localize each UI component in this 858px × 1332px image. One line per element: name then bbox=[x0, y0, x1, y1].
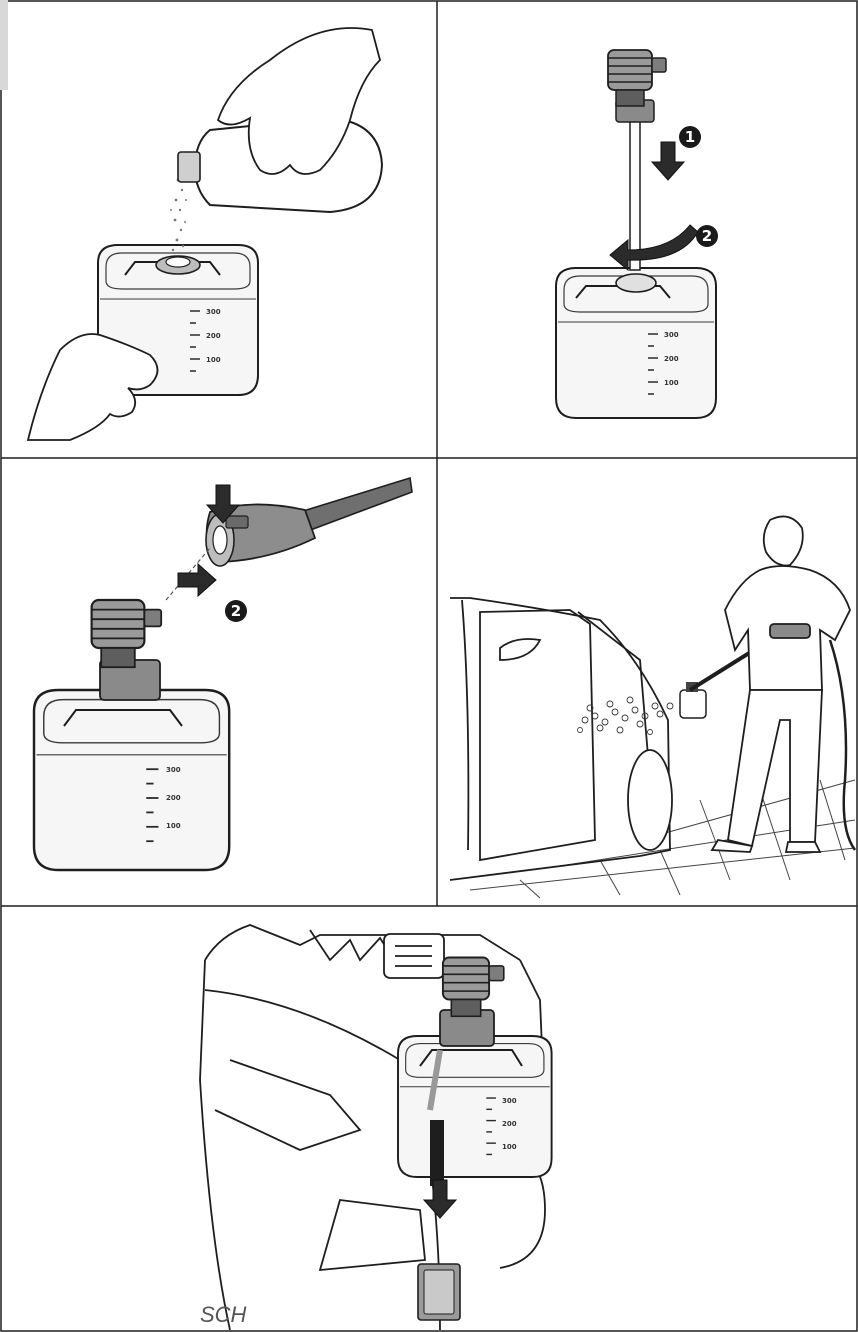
tank-cap-open bbox=[616, 274, 656, 292]
person-washing-car-icon bbox=[712, 516, 850, 852]
direction-arrow-icon bbox=[178, 564, 216, 596]
car-icon bbox=[450, 598, 672, 880]
hand-icon bbox=[28, 334, 158, 440]
svg-text:200: 200 bbox=[166, 794, 181, 802]
detergent-tank-icon bbox=[34, 690, 229, 870]
svg-text:200: 200 bbox=[664, 355, 679, 363]
svg-text:100: 100 bbox=[502, 1143, 517, 1151]
svg-text:100: 100 bbox=[664, 379, 679, 387]
svg-text:200: 200 bbox=[502, 1120, 517, 1128]
svg-text:1: 1 bbox=[685, 128, 695, 146]
panel-mount-tank: SCH bbox=[200, 925, 552, 1330]
svg-text:300: 300 bbox=[664, 331, 679, 339]
svg-text:100: 100 bbox=[206, 356, 221, 364]
svg-text:2: 2 bbox=[231, 602, 241, 620]
spray-nozzle-icon bbox=[443, 958, 504, 1017]
step-badge-1: 1 bbox=[679, 126, 701, 148]
svg-text:300: 300 bbox=[502, 1097, 517, 1105]
direction-arrow-icon bbox=[424, 1180, 456, 1218]
detergent-stream bbox=[170, 179, 187, 252]
direction-arrow-icon bbox=[652, 142, 684, 180]
panel-attach-nozzle: 1 2 bbox=[556, 50, 718, 418]
detergent-tank-icon bbox=[398, 1036, 552, 1177]
rotate-arrow-icon bbox=[610, 225, 698, 270]
brand-logo-fragment: SCH bbox=[200, 1302, 247, 1327]
step-badge-2: 2 bbox=[696, 225, 718, 247]
spray-lance-icon bbox=[206, 478, 412, 566]
panel-fill-tank bbox=[28, 28, 382, 440]
tank-mount-clip bbox=[418, 1264, 460, 1320]
svg-text:200: 200 bbox=[206, 332, 221, 340]
spray-nozzle-icon bbox=[608, 50, 666, 106]
step-badge-2: 2 bbox=[225, 600, 247, 622]
svg-text:2: 2 bbox=[702, 227, 712, 245]
suction-tube bbox=[616, 100, 654, 270]
page-tab-marker bbox=[0, 0, 8, 90]
spray-nozzle-icon bbox=[92, 600, 162, 667]
svg-text:300: 300 bbox=[166, 766, 181, 774]
panel-connect-lance: 2 bbox=[34, 478, 412, 870]
tank-cap-open bbox=[156, 256, 200, 274]
svg-text:300: 300 bbox=[206, 308, 221, 316]
svg-text:100: 100 bbox=[166, 822, 181, 830]
panel-wash-car bbox=[450, 516, 855, 898]
hose bbox=[830, 640, 855, 850]
